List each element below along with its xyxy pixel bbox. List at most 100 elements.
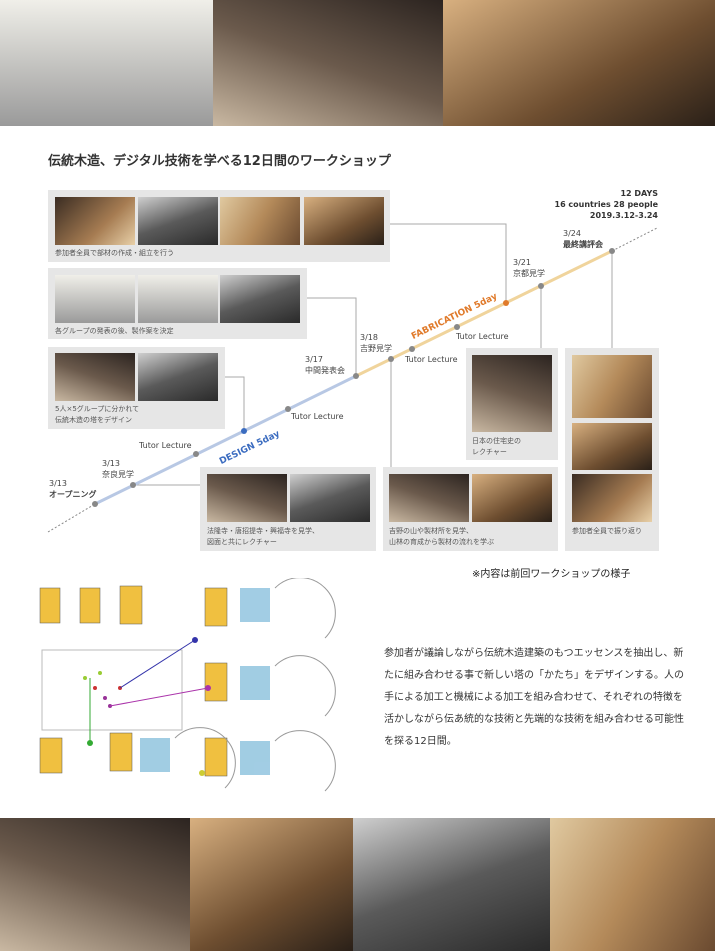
yoshino-photo-box: 吉野の山や製材所を見学、 山林の育成から製材の流れを学ぶ [383, 467, 558, 551]
summary-dates: 2019.3.12-3.24 [589, 211, 658, 220]
tower-shadow [240, 741, 270, 775]
photo-woodwork [190, 818, 353, 951]
summary: 12 DAYS 16 countries 28 people 2019.3.12… [555, 188, 659, 221]
design-dot [241, 428, 247, 434]
page-title: 伝統木造、デジタル技術を学べる12日間のワークショップ [48, 154, 391, 169]
event-label: 中間発表会 [305, 366, 345, 375]
tower-shadow [240, 666, 270, 700]
caption: 山林の育成から製材の流れを学ぶ [389, 538, 494, 546]
photo [572, 355, 652, 418]
photo-helmets-group [443, 0, 715, 126]
tower-shadow [240, 588, 270, 622]
caption: 伝統木造の塔をデザイン [55, 416, 132, 424]
event-label: 吉野見学 [360, 344, 392, 353]
fabrication-line [355, 249, 613, 378]
timeline-dot [285, 406, 291, 412]
event-date: 3/13 [102, 459, 120, 468]
connector [307, 297, 357, 376]
event-date: 3/13 [49, 479, 67, 488]
photo-assembly [550, 818, 715, 951]
event-label: 京都見学 [513, 269, 545, 278]
house-lecture-box: 日本の住宅史の レクチャー [466, 348, 558, 460]
tower-model [109, 732, 133, 772]
timeline-dot [538, 283, 544, 289]
photo [55, 197, 135, 245]
photo [572, 423, 652, 470]
event-tutor-lecture: Tutor Lecture [291, 412, 344, 421]
photo [304, 197, 384, 245]
event-tutor-lecture: Tutor Lecture [456, 332, 509, 341]
photo [138, 197, 218, 245]
connector [390, 223, 507, 303]
caption: 参加者全員で振り返り [572, 527, 642, 535]
photo [138, 275, 218, 323]
event-date: 3/21 [513, 258, 531, 267]
tower-model [39, 587, 61, 624]
event-kyoto: 3/21 京都見学 [513, 257, 545, 279]
timeline-dot [353, 373, 359, 379]
clustering-diagram [39, 578, 336, 792]
tower-model [79, 587, 101, 624]
design-photo-box: 5人×5グループに分かれて 伝統木造の塔をデザイン [48, 347, 225, 429]
groups-photo-box: 各グループの発表の後、製作案を決定 [48, 268, 307, 339]
event-tutor-lecture: Tutor Lecture [139, 441, 192, 450]
photo-software-screen [0, 0, 213, 126]
event-yoshino: 3/18 吉野見学 [360, 332, 392, 354]
photo [207, 474, 287, 522]
note: ※内容は前回ワークショップの様子 [472, 569, 631, 580]
photo-forest-visit [353, 818, 550, 951]
photo [389, 474, 469, 522]
tower-model [204, 587, 228, 627]
design-line [94, 374, 357, 506]
connector [225, 376, 245, 431]
photo [220, 275, 300, 323]
timeline-dot [454, 324, 460, 330]
event-nara: 3/13 奈良見学 [102, 458, 134, 480]
caption: 参加者全員で部材の作成・組立を行う [55, 249, 174, 257]
timeline-dot [130, 482, 136, 488]
caption: 法隆寺・唐招提寺・興福寺を見学、 [207, 527, 319, 535]
caption: 各グループの発表の後、製作案を決定 [55, 327, 174, 335]
tower-shadow [140, 738, 170, 772]
timeline-dot [609, 248, 615, 254]
event-label: 奈良見学 [102, 470, 134, 479]
caption: 5人×5グループに分かれて [55, 405, 140, 413]
fabrication-dot [503, 300, 509, 306]
photo [472, 474, 552, 522]
caption: 日本の住宅史の [472, 437, 521, 445]
fabrication-photo-box: 参加者全員で部材の作成・組立を行う [48, 190, 390, 262]
nara-photo-box: 法隆寺・唐招提寺・興福寺を見学、 図面と共にレクチャー [200, 467, 376, 551]
caption: 図面と共にレクチャー [207, 538, 277, 546]
photo-temple-visit [213, 0, 443, 126]
photo [472, 355, 552, 432]
tower-model [39, 737, 63, 774]
photo [572, 474, 652, 522]
tower-model [204, 662, 228, 702]
event-date: 3/18 [360, 333, 378, 342]
timeline-dot [388, 356, 394, 362]
event-date: 3/17 [305, 355, 323, 364]
photo [290, 474, 370, 522]
tower-model [204, 737, 228, 777]
timeline-dash [47, 503, 96, 533]
event-midterm: 3/17 中間発表会 [305, 354, 345, 376]
timeline-dash [611, 227, 658, 252]
timeline-dot [92, 501, 98, 507]
tower-model [119, 585, 143, 625]
photo-student [0, 818, 190, 951]
event-final-review: 3/24 最終講評会 [563, 228, 603, 250]
timeline-dot [409, 346, 415, 352]
photo [138, 353, 218, 401]
final-review-box: 参加者全員で振り返り [565, 348, 659, 551]
photo [55, 353, 135, 401]
photo [55, 275, 135, 323]
summary-days: 12 DAYS [620, 189, 658, 198]
summary-people: 16 countries 28 people [554, 200, 659, 209]
description: 参加者が議論しながら伝統木造建築のもつエッセンスを抽出し、新たに組み合わせる事で… [384, 648, 684, 747]
event-tutor-lecture: Tutor Lecture [405, 355, 458, 364]
event-date: 3/24 [563, 229, 581, 238]
event-label: 最終講評会 [563, 240, 603, 249]
caption: レクチャー [472, 448, 507, 456]
